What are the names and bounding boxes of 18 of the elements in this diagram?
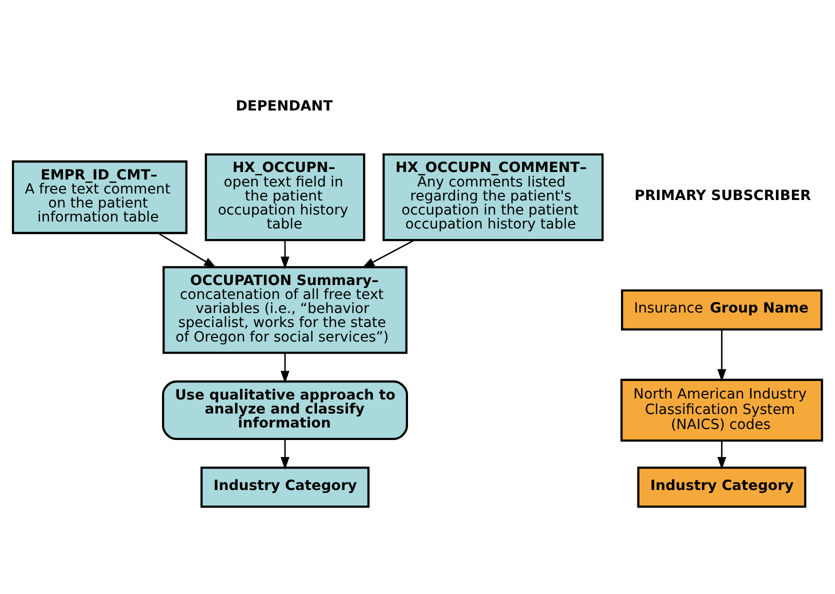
- node-box: North American Industry Classification System (NAICS) codes: [620, 378, 824, 442]
- label: PRIMARY SUBSCRIBER: [634, 187, 812, 204]
- arrow: [362, 239, 415, 268]
- node-box: HX_OCCUPN_COMMENT– Any comments listed regarding the patient's occupation in the patient occupation history table: [382, 152, 604, 241]
- arrow: [717, 329, 726, 382]
- node-box: Industry Category: [200, 466, 370, 508]
- label: DEPENDANT: [236, 98, 333, 114]
- node-box: EMPR_ID_CMT– A free text comment on the patient information table: [12, 160, 188, 234]
- arrow: [158, 232, 217, 268]
- node-box: Insurance Group Name: [620, 288, 823, 330]
- arrow: [280, 438, 290, 470]
- arrow: [280, 352, 290, 383]
- node-box: HX_OCCUPN– open text field in the patient occupation history table: [204, 152, 366, 241]
- node-box: Industry Category: [637, 466, 806, 508]
- arrow: [717, 440, 726, 470]
- node-box: OCCUPATION Summary– concatenation of all free text variables (i.e., “behavior specialist, works for the state of Oregon for social services”): [162, 266, 408, 354]
- node-box: Use qualitative approach to analyze and classify information: [162, 380, 408, 440]
- arrow: [280, 240, 290, 269]
